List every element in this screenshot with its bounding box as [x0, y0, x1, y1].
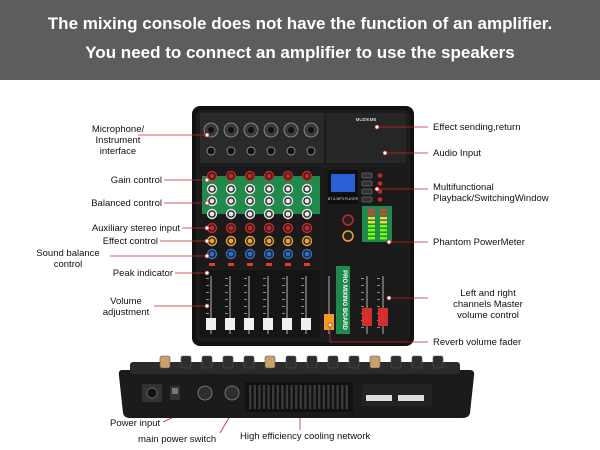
lcd-display — [331, 174, 355, 192]
input-jack-strip — [200, 113, 324, 163]
callout-effect-send: Effect sending,return — [433, 122, 521, 133]
balanced-green-panel — [202, 176, 320, 214]
xlr-out-left — [197, 385, 213, 401]
callout-multifunctional: Multifunctional Playback/SwitchingWindow — [433, 182, 598, 204]
mixer-back-view — [118, 355, 475, 418]
callout-phantom: Phantom PowerMeter — [433, 237, 525, 248]
fader-section — [200, 270, 320, 338]
channel-faders — [206, 276, 334, 334]
multi-line-2: Playback/SwitchingWindow — [433, 193, 549, 204]
lr-line-1: Left and right — [460, 288, 516, 299]
effect-jack-section — [326, 113, 406, 163]
callout-gain: Gain control — [110, 175, 162, 186]
lr-line-3: volume control — [457, 310, 519, 321]
callout-volume: Volume adjustment — [98, 296, 154, 318]
player-label: BT & MP3 PLAYER — [328, 197, 359, 201]
level-meter-panel — [362, 206, 392, 242]
player-buttons — [342, 172, 383, 242]
mic-line-2: Instrument — [95, 135, 141, 146]
channel-knobs — [206, 170, 313, 266]
callout-power-input: Power input — [110, 418, 161, 429]
pro-badge — [336, 266, 350, 334]
mic-line-1: Microphone/ — [91, 124, 145, 135]
brand-label: MUZIKMB — [356, 117, 377, 122]
multi-line-1: Multifunctional — [433, 182, 494, 193]
callout-mic-interface: Microphone/ Instrument interface — [72, 124, 164, 157]
callout-audio-input: Audio Input — [433, 148, 482, 159]
sound-balance-line-2: control — [53, 259, 83, 270]
header-banner: The mixing console does not have the fun… — [0, 0, 600, 80]
callout-aux-stereo: Auxiliary stereo input — [91, 223, 180, 234]
banner-line-1: The mixing console does not have the fun… — [47, 14, 553, 33]
callout-power-switch: main power switch — [138, 434, 217, 445]
callout-cooling: High efficiency cooling network — [240, 431, 371, 442]
callout-peak: Peak indicator — [112, 268, 173, 279]
volume-line-2: adjustment — [102, 307, 150, 318]
lr-line-2: channels Master — [453, 299, 523, 310]
callout-balanced: Balanced control — [91, 198, 162, 209]
badge-text: PRO MIXING BOARD — [341, 270, 347, 330]
mixer-top-view: MUZIKMB BT & MP3 PLAYER PRO MIXING BOARD — [192, 106, 414, 346]
sound-balance-line-1: Sound balance — [36, 248, 100, 259]
callout-sound-balance: Sound balance control — [26, 248, 110, 270]
xlr-out-right — [224, 385, 240, 401]
banner-line-2: You need to connect an amplifier to use … — [85, 43, 515, 62]
volume-line-1: Volume — [110, 296, 142, 307]
master-faders — [361, 276, 388, 334]
back-knob-row — [159, 355, 444, 369]
mic-line-3: interface — [99, 146, 137, 157]
callout-lr-master: Left and right channels Master volume co… — [432, 288, 544, 321]
meter-leds — [368, 209, 387, 240]
mixer-illustration: MUZIKMB BT & MP3 PLAYER PRO MIXING BOARD — [110, 106, 475, 434]
callout-effect-control: Effect control — [102, 236, 158, 247]
callout-reverb: Reverb volume fader — [433, 337, 522, 348]
